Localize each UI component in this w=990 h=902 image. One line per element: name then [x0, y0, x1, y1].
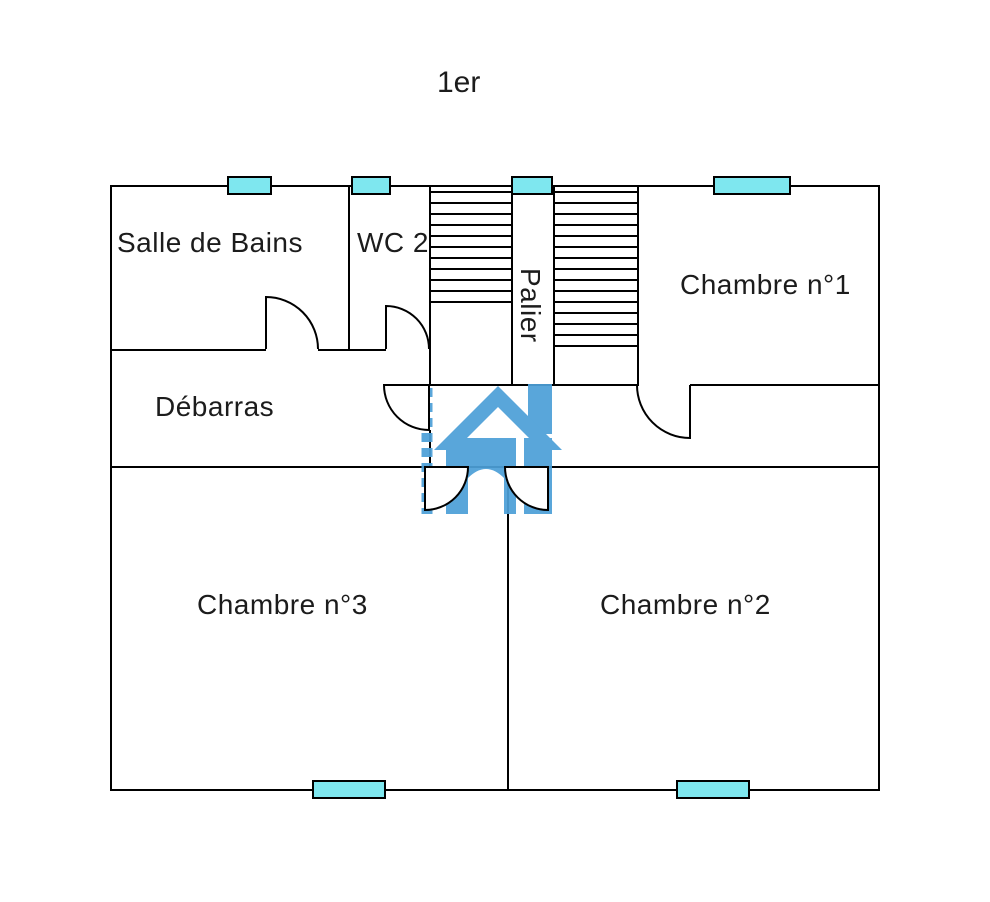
staircase-left-icon — [431, 191, 511, 312]
wall-bedrooms-divider — [507, 468, 509, 791]
door-arc-wc — [385, 304, 430, 350]
wall-landing-right — [553, 185, 555, 386]
floor-title: 1er — [437, 66, 481, 99]
room-label-chambre3: Chambre n°3 — [197, 589, 368, 620]
room-label-debarras: Débarras — [155, 391, 275, 422]
wall-bedroom1-bottom — [690, 384, 878, 386]
window-top-bathroom — [227, 176, 272, 195]
room-label-salle-de-bains: Salle de Bains — [117, 227, 304, 258]
window-top-wc — [351, 176, 391, 195]
wall-wc-bottom — [318, 349, 386, 351]
wall-middle-left — [110, 466, 425, 468]
door-arc-bedroom1 — [636, 384, 691, 440]
house-logo-icon — [421, 384, 562, 514]
wall-middle-right — [548, 466, 878, 468]
window-top-landing — [511, 176, 553, 195]
wall-bedroom1-left — [637, 185, 639, 386]
room-label-chambre2: Chambre n°2 — [600, 589, 771, 620]
wall-outer-left — [110, 185, 112, 791]
wall-bath-bottom — [110, 349, 266, 351]
staircase-right-icon — [555, 191, 637, 347]
wall-landing-left — [511, 185, 513, 386]
window-bottom-bedroom3 — [312, 780, 386, 799]
wall-outer-right — [878, 185, 880, 791]
wall-outer-top — [110, 185, 880, 187]
wall-bath-wc-divider — [348, 185, 350, 351]
room-label-palier: Palier — [515, 268, 546, 343]
door-arc-bathroom — [265, 295, 319, 350]
window-bottom-bedroom2 — [676, 780, 750, 799]
wall-stairwell-left — [429, 185, 431, 385]
room-label-chambre1: Chambre n°1 — [680, 269, 851, 300]
room-label-wc2: WC 2 — [357, 227, 429, 258]
wall-outer-bottom — [110, 789, 880, 791]
window-top-bedroom1 — [713, 176, 791, 195]
